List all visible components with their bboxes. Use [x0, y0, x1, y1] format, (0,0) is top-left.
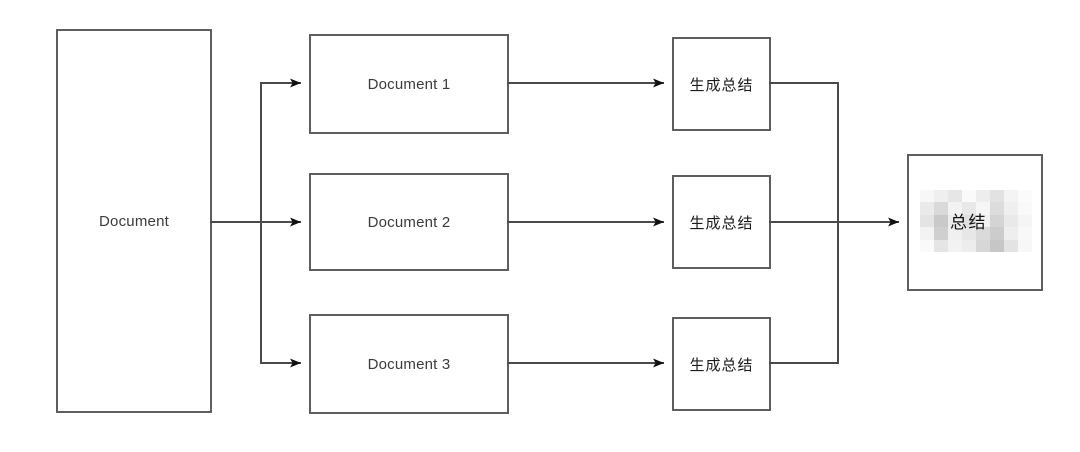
- mosaic-cell: [1004, 227, 1018, 240]
- mosaic-cell: [948, 227, 962, 240]
- mosaic-cell: [962, 202, 976, 215]
- mosaic-cell: [1018, 214, 1032, 228]
- mosaic-cell: [948, 190, 962, 203]
- mosaic-cell: [1004, 214, 1018, 228]
- node-source-document: [56, 29, 212, 413]
- mosaic-cell: [934, 190, 948, 203]
- mosaic-cell: [920, 190, 934, 203]
- mosaic-cell: [920, 227, 934, 240]
- node-summarize-1: [672, 37, 771, 131]
- mosaic-cell: [1018, 190, 1032, 203]
- node-document-1: [309, 34, 509, 134]
- mosaic-cell: [934, 239, 948, 252]
- node-summarize-2: [672, 175, 771, 269]
- mosaic-cell: [990, 227, 1004, 240]
- mosaic-cell: [962, 227, 976, 240]
- mosaic-cell: [920, 239, 934, 252]
- mosaic-cell: [934, 227, 948, 240]
- mosaic-cell: [948, 214, 962, 228]
- mosaic-cell: [962, 214, 976, 228]
- mosaic-cell: [962, 190, 976, 203]
- mosaic-cell: [1018, 227, 1032, 240]
- mosaic-cell: [948, 239, 962, 252]
- mosaic-cell: [934, 202, 948, 215]
- mosaic-cell: [1004, 190, 1018, 203]
- mosaic-cell: [990, 239, 1004, 252]
- redaction-mosaic: [920, 190, 1032, 252]
- mosaic-cell: [962, 239, 976, 252]
- node-document-3: [309, 314, 509, 414]
- mosaic-cell: [934, 214, 948, 228]
- node-document-2: [309, 173, 509, 271]
- mosaic-cell: [976, 239, 990, 252]
- node-summarize-3: [672, 317, 771, 411]
- mosaic-cell: [920, 202, 934, 215]
- mosaic-cell: [1004, 202, 1018, 215]
- mosaic-cell: [990, 202, 1004, 215]
- mosaic-cell: [990, 214, 1004, 228]
- label-final-summary: 总结: [950, 213, 987, 232]
- mosaic-cell: [976, 190, 990, 203]
- mosaic-cell: [976, 202, 990, 215]
- mosaic-cell: [976, 214, 990, 228]
- mosaic-cell: [920, 214, 934, 228]
- mosaic-cell: [948, 202, 962, 215]
- mosaic-cell: [1018, 239, 1032, 252]
- mosaic-cell: [990, 190, 1004, 203]
- mosaic-cell: [1018, 202, 1032, 215]
- mosaic-cell: [1004, 239, 1018, 252]
- mosaic-cell: [976, 227, 990, 240]
